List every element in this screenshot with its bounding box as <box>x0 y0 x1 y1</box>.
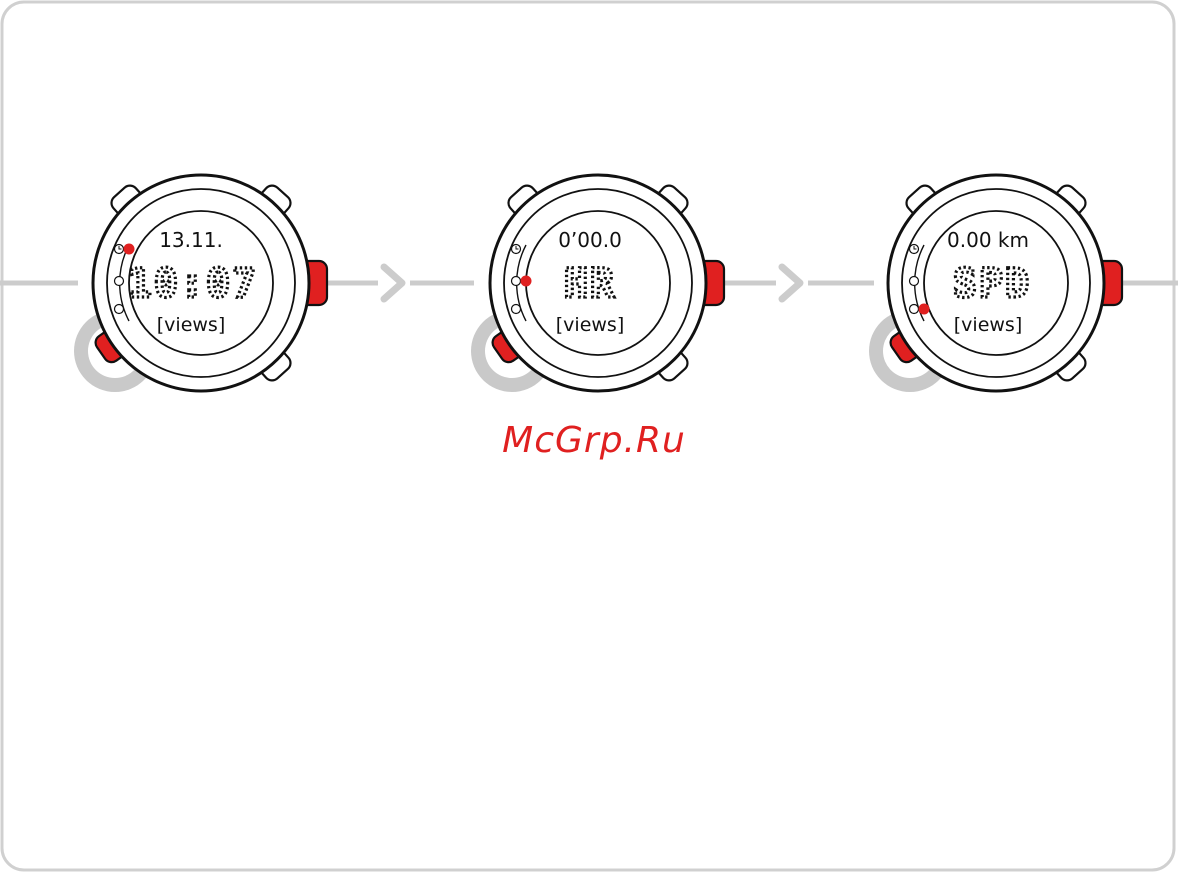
clock-icon <box>115 245 124 254</box>
watch-main-value: SPD <box>953 261 1031 307</box>
watch-top-value: 0.00 km <box>947 228 1029 252</box>
circled-two-icon <box>910 305 919 314</box>
active-indicator-dot <box>124 244 135 255</box>
watch-bottom-label: [views] <box>157 314 225 336</box>
watch-main-value: 10:07 <box>128 261 258 307</box>
watch-top-value: 13.11. <box>159 228 223 252</box>
circled-one-icon <box>910 277 919 286</box>
circled-two-icon <box>512 305 521 314</box>
clock-icon <box>910 245 919 254</box>
watch-bottom-label: [views] <box>954 314 1022 336</box>
circled-two-icon <box>115 305 124 314</box>
indicator-icon-circle <box>512 305 521 314</box>
watch-heart-rate-view: 0’00.0 HR [views] <box>471 175 724 392</box>
watch-speed-view: 0.00 km SPD [views] <box>869 175 1122 392</box>
indicator-icon-circle <box>115 305 124 314</box>
watch-top-value: 0’00.0 <box>558 228 622 252</box>
watermark-text: McGrp.Ru <box>502 420 686 461</box>
circled-one-icon <box>512 277 521 286</box>
active-indicator-dot <box>521 276 532 287</box>
watch-bottom-label: [views] <box>556 314 624 336</box>
indicator-icon-circle <box>512 277 521 286</box>
active-indicator-dot <box>919 304 930 315</box>
watch-time-view: 13.11. 10:07 [views] <box>74 175 327 392</box>
indicator-icon-circle <box>115 277 124 286</box>
indicator-icon-circle <box>910 305 919 314</box>
clock-icon <box>512 245 521 254</box>
circled-one-icon <box>115 277 124 286</box>
watch-main-value: HR <box>564 261 616 307</box>
indicator-icon-circle <box>910 277 919 286</box>
